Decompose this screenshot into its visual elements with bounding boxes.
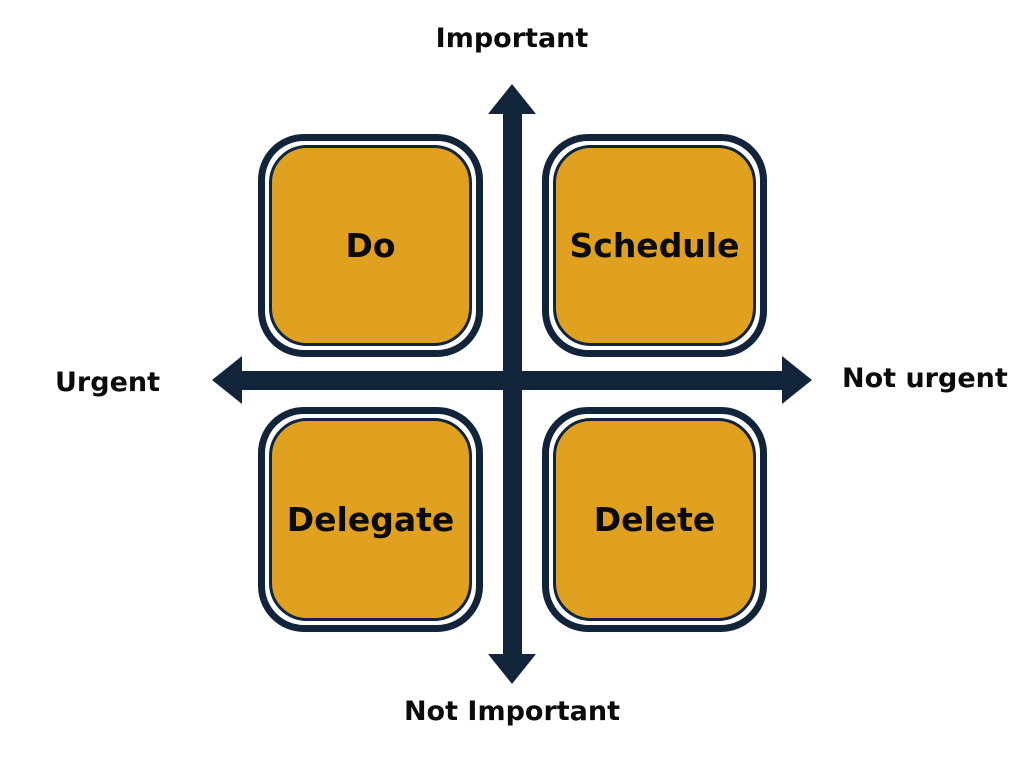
horizontal-axis <box>240 371 785 390</box>
quadrant-do-box: Do <box>269 145 472 346</box>
arrow-right-icon <box>782 356 812 404</box>
quadrant-do: Do <box>258 134 483 357</box>
quadrant-delete-box: Delete <box>553 418 756 621</box>
quadrant-schedule-box: Schedule <box>553 145 756 346</box>
quadrant-schedule-label: Schedule <box>569 226 740 265</box>
quadrant-schedule: Schedule <box>542 134 767 357</box>
arrow-up-icon <box>488 84 536 114</box>
arrow-down-icon <box>488 654 536 684</box>
quadrant-delete: Delete <box>542 407 767 632</box>
quadrant-delegate-box: Delegate <box>269 418 472 621</box>
quadrant-delegate-label: Delegate <box>286 500 455 539</box>
quadrant-delete-label: Delete <box>593 500 716 539</box>
axis-label-important: Important <box>435 23 589 54</box>
quadrant-delegate: Delegate <box>258 407 483 632</box>
quadrant-do-label: Do <box>345 226 396 265</box>
axis-label-urgent: Urgent <box>55 367 161 398</box>
arrow-left-icon <box>212 356 242 404</box>
axis-label-not-important: Not Important <box>403 696 621 727</box>
axis-label-not-urgent: Not urgent <box>842 363 1008 394</box>
